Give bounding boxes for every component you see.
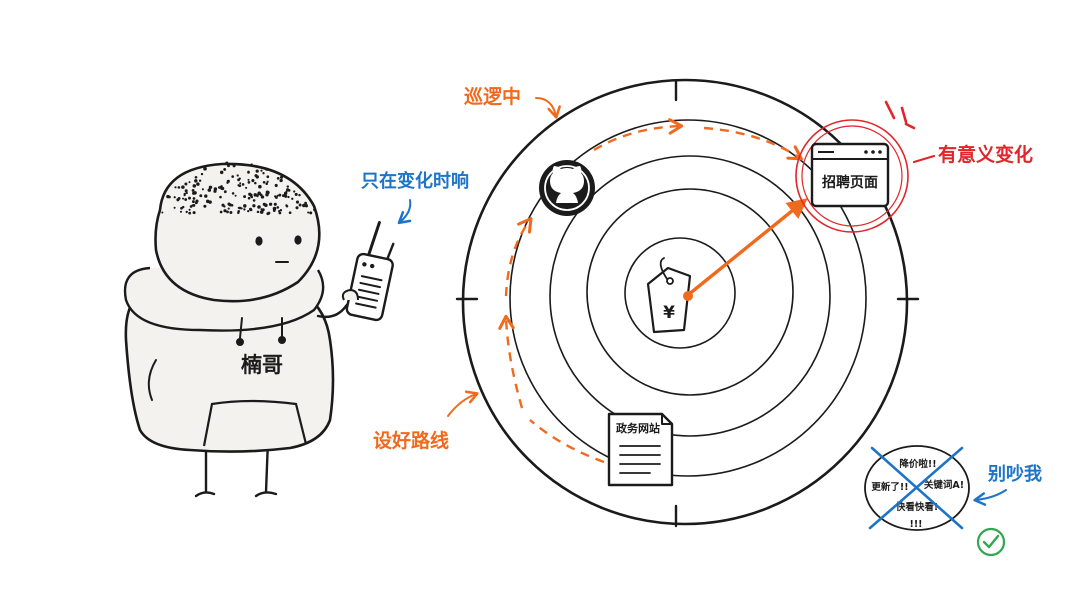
radar-ring-3 — [549, 155, 831, 437]
route-arrow-top-right — [703, 126, 803, 161]
hoodie-pocket — [202, 399, 308, 447]
patrol-route — [498, 118, 803, 464]
label-patrolling: 巡逻中 — [464, 85, 521, 108]
change-origin-dot — [683, 291, 693, 301]
walkie-talkie-icon — [345, 221, 395, 322]
route-arrow-left-upper — [504, 217, 533, 297]
route-arrow-top-left — [593, 118, 684, 152]
price-symbol: ¥ — [663, 303, 675, 323]
pointer-dont-disturb — [973, 489, 1007, 506]
label-meaningful-change: 有意义变化 — [938, 143, 1033, 166]
character-head — [154, 162, 321, 303]
job-page-target: 招聘页面 — [795, 100, 916, 233]
gov-site-target: 政务网站 — [607, 412, 674, 487]
radar-ring-inner — [624, 237, 736, 349]
character-name: 楠哥 — [241, 353, 283, 377]
label-dont-disturb: 别吵我 — [987, 463, 1042, 485]
price-tag-body — [646, 266, 692, 334]
character-face — [255, 235, 302, 263]
gov-site-label: 政务网站 — [616, 421, 660, 435]
pointer-route-set — [447, 390, 479, 417]
radar-ring-2 — [586, 188, 794, 396]
route-arrow-bottom — [529, 419, 605, 464]
noise-bubble: 降价啦!! 更新了!! 关键词A! 快看快看! !!! — [864, 445, 970, 531]
character-nan-ge: 楠哥 — [123, 161, 395, 498]
buzz-cut-hair — [161, 161, 316, 216]
radar-ring-outer — [461, 78, 909, 526]
pointer-meaningful-change — [912, 154, 936, 164]
check-icon — [976, 527, 1006, 557]
noise-message-3: 关键词A! — [924, 479, 964, 491]
github-target — [539, 160, 595, 216]
price-tag: ¥ — [646, 257, 692, 334]
radar-ring-4 — [509, 119, 867, 477]
change-detected-arrow — [686, 198, 808, 297]
label-route-set: 设好路线 — [373, 429, 449, 452]
alert-ring-inner — [801, 125, 903, 227]
job-page-label: 招聘页面 — [822, 174, 878, 191]
noise-message-5: !!! — [910, 519, 923, 530]
radar-crosshair-ticks — [455, 80, 920, 528]
alert-spark-icon — [884, 100, 916, 130]
noise-message-1: 降价啦!! — [899, 458, 936, 470]
route-arrow-left-lower — [498, 314, 524, 409]
label-respond-on-change: 只在变化时响 — [361, 170, 469, 192]
cross-out-icon — [868, 446, 964, 530]
pointer-patrolling — [535, 97, 561, 119]
document-icon — [607, 412, 674, 487]
noise-message-4: 快看快看! — [896, 501, 938, 513]
pointer-respond-on-change — [397, 199, 412, 225]
radar — [455, 78, 920, 528]
character-arm — [316, 288, 362, 319]
noise-message-2: 更新了!! — [871, 481, 908, 493]
alert-ring-outer — [795, 119, 909, 233]
